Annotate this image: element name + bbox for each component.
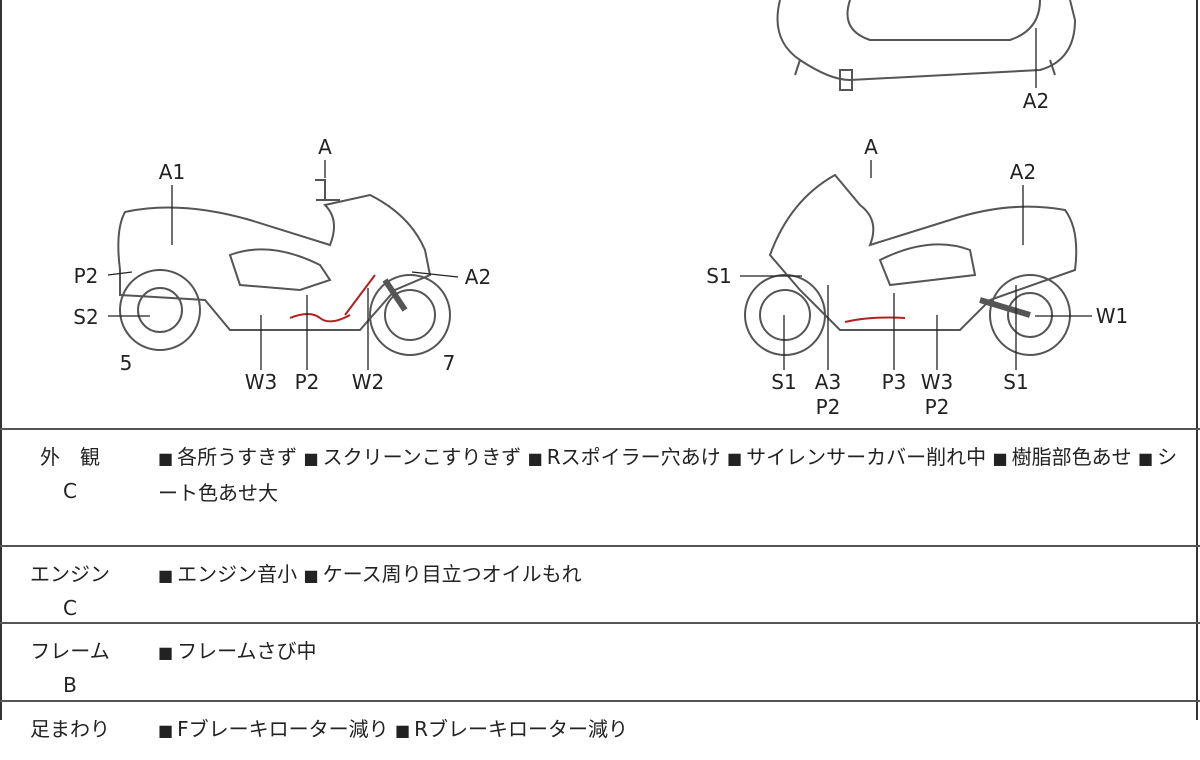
item: 各所うすきず <box>177 445 298 469</box>
section-frame: フレーム B ■フレームさび中 <box>0 622 1200 700</box>
label-w1: W1 <box>1095 304 1129 328</box>
damage-marks <box>289 274 906 323</box>
section-items: ■フレームさび中 <box>158 634 1192 670</box>
item: スクリーンこすりきず <box>322 445 522 469</box>
label-s1: S1 <box>1003 370 1029 394</box>
bullet-icon: ■ <box>303 449 319 468</box>
top-view-scooter <box>776 0 1077 91</box>
item: Rスポイラー穴あけ <box>546 445 721 469</box>
label-a3: A3 <box>814 370 842 394</box>
bullet-icon: ■ <box>726 449 743 468</box>
section-items: ■各所うすきず ■スクリーンこすりきず ■Rスポイラー穴あけ ■サイレンサーカバ… <box>158 440 1192 510</box>
bullet-icon: ■ <box>527 449 543 468</box>
label-p2: P2 <box>924 395 950 419</box>
item: ケース周り目立つオイルもれ <box>322 562 582 586</box>
label-a2-top: A2 <box>1022 89 1050 113</box>
bullet-icon: ■ <box>1137 449 1154 468</box>
label-w2: W2 <box>351 370 385 394</box>
scooter-diagrams <box>107 0 1092 370</box>
item: サイレンサーカバー削れ中 <box>746 445 987 469</box>
left-side-scooter <box>117 179 451 356</box>
section-items: ■エンジン音小 ■ケース周り目立つオイルもれ <box>158 557 1192 593</box>
label-w3: W3 <box>244 370 278 394</box>
item: Rブレーキローター減り <box>414 717 629 741</box>
grade: C <box>63 596 77 620</box>
section-items: ■Fブレーキローター減り ■Rブレーキローター減り <box>158 712 1192 748</box>
leader-lines <box>107 28 1092 370</box>
inspection-sheet-frame <box>0 0 1198 720</box>
category-label: 足まわり <box>30 717 110 741</box>
label-a: A <box>318 135 332 159</box>
item: Fブレーキローター減り <box>177 717 389 741</box>
label-s2: S2 <box>73 305 99 329</box>
label-a2: A2 <box>464 265 492 289</box>
label-a2: A2 <box>1009 160 1037 184</box>
bullet-icon: ■ <box>992 449 1008 468</box>
bullet-icon: ■ <box>303 566 319 585</box>
bullet-icon: ■ <box>395 721 411 740</box>
category-label: エンジン <box>30 562 110 586</box>
section-category: フレーム B <box>30 634 110 702</box>
grade: C <box>63 479 77 503</box>
section-category: 外 観 C <box>30 440 110 508</box>
label-s1: S1 <box>771 370 797 394</box>
category-label: フレーム <box>30 639 110 663</box>
bullet-icon: ■ <box>158 449 174 468</box>
item: エンジン音小 <box>177 562 298 586</box>
section-suspension: 足まわり ■Fブレーキローター減り ■Rブレーキローター減り <box>0 700 1200 760</box>
label-7: 7 <box>442 351 456 375</box>
section-category: エンジン C <box>30 557 110 625</box>
label-p2: P2 <box>73 264 99 288</box>
label-w3: W3 <box>920 370 954 394</box>
label-p3: P3 <box>881 370 907 394</box>
label-a: A <box>864 135 878 159</box>
item: 樹脂部色あせ <box>1011 445 1132 469</box>
item: シート色あせ大 <box>158 445 1178 505</box>
label-s1: S1 <box>706 264 732 288</box>
label-a1: A1 <box>158 160 186 184</box>
right-side-scooter <box>744 173 1078 356</box>
grade: B <box>63 673 77 697</box>
label-p2: P2 <box>815 395 841 419</box>
category-label: 外 観 <box>40 445 100 469</box>
bullet-icon: ■ <box>158 721 174 740</box>
item: フレームさび中 <box>177 639 317 663</box>
bullet-icon: ■ <box>158 643 174 662</box>
bullet-icon: ■ <box>158 566 174 585</box>
section-category: 足まわり <box>30 712 110 746</box>
label-5: 5 <box>119 351 133 375</box>
label-p2: P2 <box>294 370 320 394</box>
